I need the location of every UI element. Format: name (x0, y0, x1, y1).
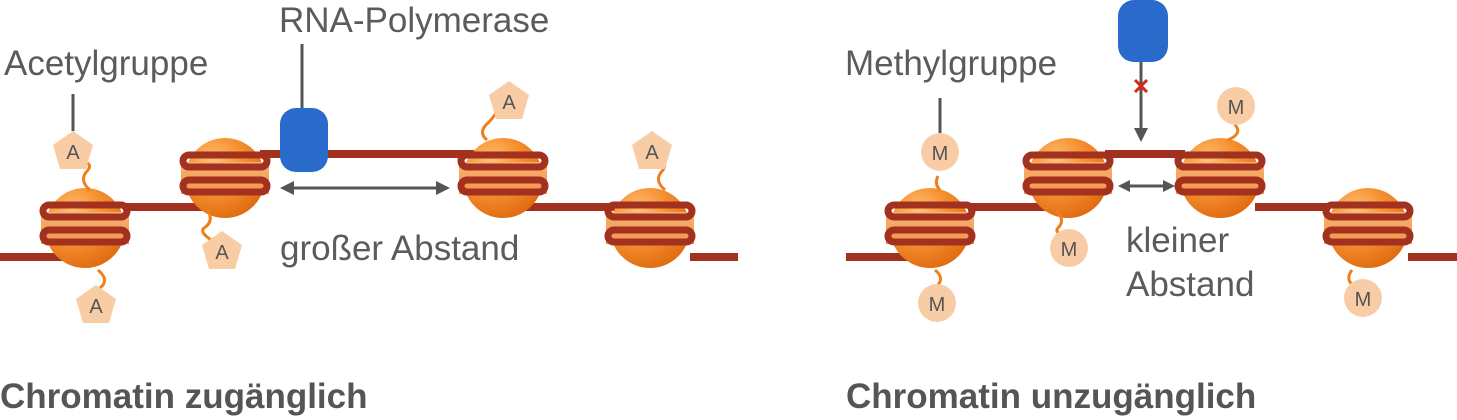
acetyl-tag-1: A (53, 131, 93, 169)
small-distance-label-line1: kleiner (1126, 221, 1229, 260)
blocked-polymerase-shape (1118, 0, 1168, 62)
methyl-tag-5: M (1344, 279, 1382, 317)
left-panel: A A A A A Acetylgruppe RNA-Polymerase (0, 1, 738, 416)
polymerase-label: RNA-Polymerase (279, 1, 549, 40)
svg-text:A: A (215, 242, 229, 264)
small-distance-label-line2: Abstand (1126, 265, 1254, 304)
svg-text:M: M (1355, 289, 1372, 311)
svg-text:M: M (1061, 239, 1078, 261)
methyl-tag-4: M (1217, 87, 1255, 125)
svg-text:A: A (502, 92, 516, 114)
methyl-tag-1: M (921, 133, 959, 171)
rna-polymerase-shape (280, 108, 328, 172)
blocked-mark-icon (1133, 78, 1149, 94)
large-distance-label: großer Abstand (280, 229, 519, 268)
methyl-label: Methylgruppe (845, 44, 1057, 83)
svg-text:M: M (932, 143, 949, 165)
right-nucleosome-3 (1176, 138, 1264, 218)
methyl-tag-2: M (1050, 229, 1088, 267)
caption-inaccessible: Chromatin unzugänglich (846, 377, 1256, 416)
left-nucleosome-4 (606, 188, 694, 268)
right-histone-tails (934, 114, 1357, 290)
svg-text:A: A (66, 142, 80, 164)
svg-text:A: A (89, 296, 103, 318)
svg-text:M: M (929, 294, 946, 316)
acetyl-tag-2: A (202, 231, 242, 269)
methyl-tag-3: M (918, 284, 956, 322)
acetyl-tag-3: A (76, 285, 116, 323)
acetyl-tag-5: A (632, 131, 672, 169)
acetyl-label: Acetylgruppe (4, 44, 208, 83)
right-panel: M M M M M Methylgruppe (845, 0, 1457, 416)
right-nucleosome-4 (1324, 188, 1412, 268)
caption-accessible: Chromatin zugänglich (0, 377, 368, 416)
large-distance-arrow (280, 181, 450, 195)
svg-text:M: M (1228, 97, 1245, 119)
blocked-arrow (1134, 62, 1148, 142)
acetyl-tag-4: A (489, 81, 529, 119)
svg-text:A: A (645, 142, 659, 164)
small-distance-arrow (1118, 180, 1175, 192)
